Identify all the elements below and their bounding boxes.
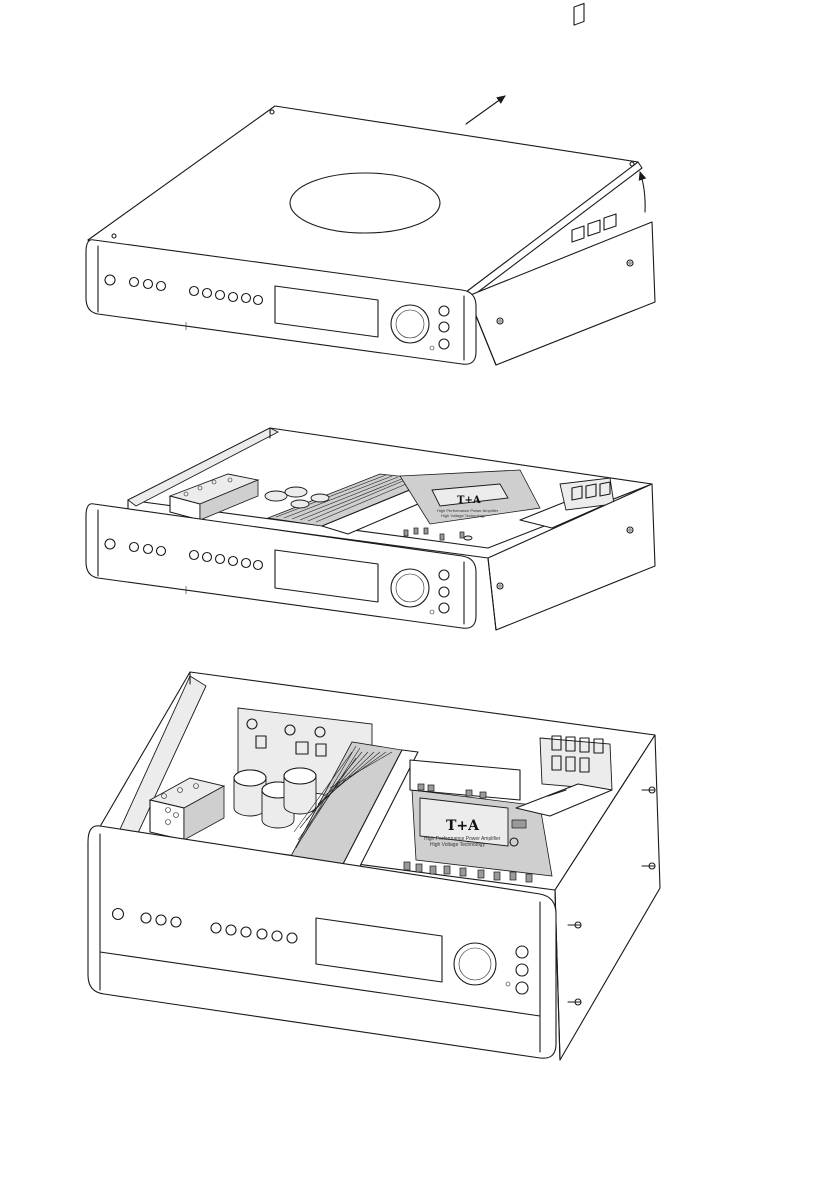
board-brand-logo: T+A xyxy=(457,495,481,506)
svg-text:High Voltage Technology: High Voltage Technology xyxy=(441,513,485,518)
step-1-illustration xyxy=(86,3,655,365)
step-3-illustration: T+A High Performance Power Amplifier Hig… xyxy=(88,672,660,1060)
lift-arrow-side xyxy=(640,172,645,212)
lift-arrow-rear xyxy=(466,96,505,124)
step-2-illustration: T+A High Performance Power Amplifier Hig… xyxy=(86,428,655,630)
cover-vent-oval xyxy=(290,173,440,233)
board-brand-logo-3: T+A xyxy=(446,818,480,834)
svg-text:High Voltage Technology: High Voltage Technology xyxy=(430,842,485,848)
